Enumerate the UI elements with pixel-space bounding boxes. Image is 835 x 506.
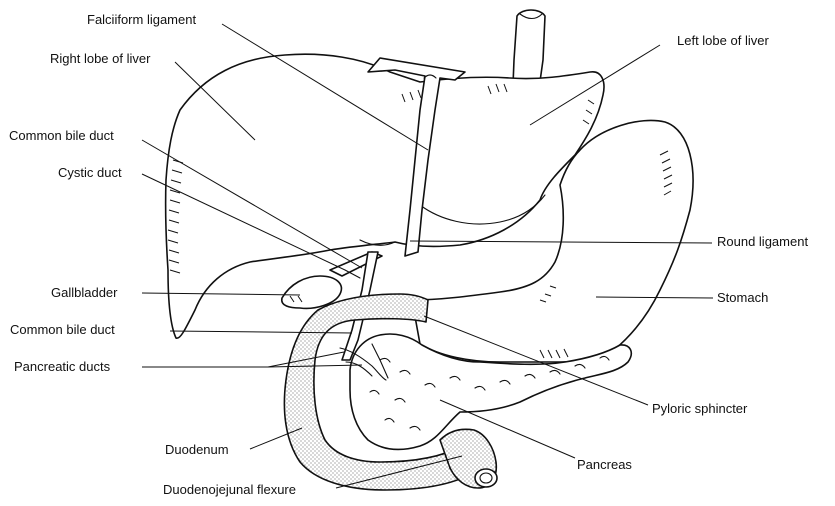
label-common-bile-duct-top: Common bile duct [9, 128, 114, 143]
label-stomach: Stomach [717, 290, 768, 305]
label-round-ligament: Round ligament [717, 234, 808, 249]
label-duodenum: Duodenum [165, 442, 229, 457]
label-cystic-duct: Cystic duct [58, 165, 122, 180]
leader-gallbladder [142, 293, 300, 295]
label-falciform-ligament: Falciiform ligament [87, 12, 196, 27]
label-right-lobe: Right lobe of liver [50, 51, 151, 66]
label-duodenojejunal-flexure: Duodenojejunal flexure [163, 482, 296, 497]
label-pancreatic-ducts: Pancreatic ducts [14, 359, 111, 374]
label-common-bile-duct-bottom: Common bile duct [10, 322, 115, 337]
label-pancreas: Pancreas [577, 457, 632, 472]
label-gallbladder: Gallbladder [51, 285, 118, 300]
label-left-lobe: Left lobe of liver [677, 33, 769, 48]
label-pyloric-sphincter: Pyloric sphincter [652, 401, 748, 416]
